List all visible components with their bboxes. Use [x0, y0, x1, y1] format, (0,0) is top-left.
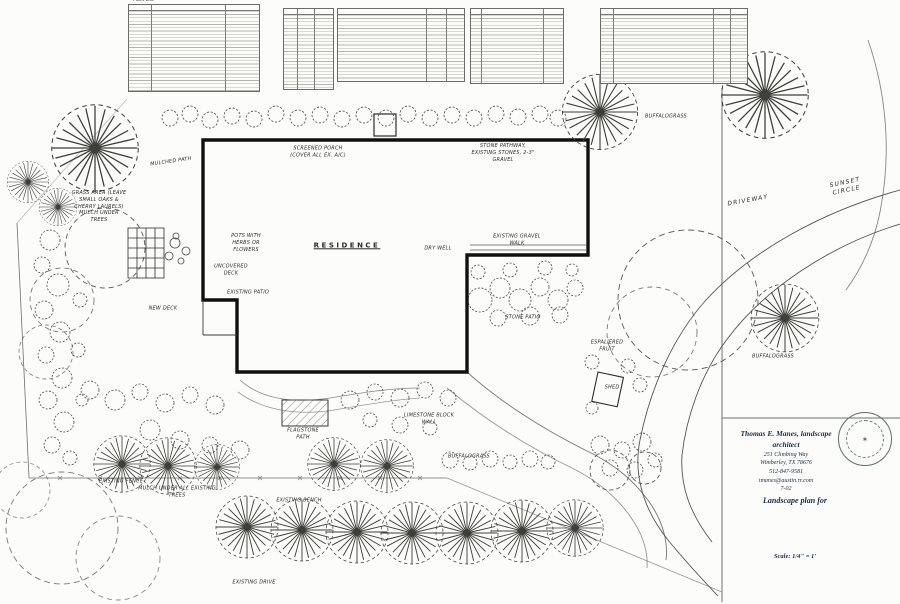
- label-stone-patio: STONE PATIO: [505, 314, 541, 321]
- architect-address-1: 251 Climbing Way: [763, 451, 809, 458]
- seal-inner-ring: ✶: [846, 420, 884, 458]
- architect-name: Thomas E. Manes, landscape architect: [740, 429, 832, 450]
- plant-schedule-table-1: [128, 4, 260, 92]
- table-column-divider: [481, 9, 482, 83]
- table-header-band: [601, 9, 747, 15]
- label-espaliered-fruit: ESPALIERED FRUIT: [590, 339, 624, 352]
- plant-schedule-table-5: [600, 8, 748, 84]
- plan-for-text: Landscape plan for: [763, 496, 827, 505]
- label-residence: RESIDENCE: [313, 241, 381, 250]
- table-column-divider: [446, 9, 447, 81]
- label-uncovered-deck: UNCOVERED DECK: [214, 263, 248, 276]
- plant-schedule-table-3: [337, 8, 465, 82]
- label-buffalograss-1: BUFFALOGRASS: [645, 113, 687, 120]
- property-boundary: [16, 88, 900, 602]
- plant-schedule-table-4: [470, 8, 564, 84]
- label-buffalograss-3: BUFFALOGRASS: [448, 453, 490, 460]
- table-header-band: [129, 5, 259, 11]
- table-column-divider: [426, 9, 427, 81]
- label-shed: SHED: [604, 384, 620, 391]
- existing-tree-canopies: [0, 207, 759, 601]
- label-flagstone-path: FLAGSTONE PATH: [287, 427, 319, 440]
- table-column-divider: [225, 5, 226, 91]
- label-gravel-walk: EXISTING GRAVEL WALK: [493, 233, 541, 246]
- label-pots-herbs: POTS WITH HERBS OR FLOWERS: [231, 232, 261, 253]
- plant-list-title: Plant List: [133, 0, 154, 3]
- plant-schedule-table-2: [283, 8, 334, 90]
- label-new-deck: NEW DECK: [148, 305, 178, 312]
- label-dry-well: DRY WELL: [424, 245, 452, 252]
- table-column-divider: [151, 5, 152, 91]
- arbor-grid: [127, 227, 165, 279]
- label-existing-fence: EXISTING FENCE: [98, 478, 144, 485]
- architect-address-2: Wimberley, TX 78676: [760, 460, 812, 467]
- table-column-divider: [713, 9, 714, 83]
- architect-email: tmanes@austin.rr.com: [758, 477, 814, 484]
- table-header-band: [471, 9, 563, 15]
- driveway-lines: [446, 39, 900, 597]
- garden-paths: [237, 379, 421, 413]
- label-existing-drive: EXISTING DRIVE: [232, 579, 276, 586]
- label-mulch-under-trees: MULCH UNDER ALL EXISTING TREES: [138, 485, 216, 498]
- landscape-architect-seal: ✶: [838, 412, 892, 466]
- starburst-trees: [7, 51, 820, 565]
- porch-box: [373, 113, 397, 137]
- table-column-divider: [543, 9, 544, 83]
- architect-phone: 512-847-9581: [769, 468, 803, 475]
- label-grass-area: GRASS AREA (LEAVE SMALL OAKS & CHERRY LA…: [71, 190, 127, 224]
- label-existing-patio: EXISTING PATIO: [226, 289, 270, 296]
- label-buffalograss-2: BUFFALOGRASS: [752, 353, 794, 360]
- table-column-divider: [297, 9, 298, 89]
- label-stone-pathway: STONE PATHWAY, EXISTING STONES, 2-3" GRA…: [471, 142, 535, 163]
- label-limestone-wall: LIMESTONE BLOCK WALL: [403, 412, 455, 425]
- shrub-masses: [33, 105, 663, 479]
- scale-text: Scale: 1/4" = 1': [773, 553, 817, 560]
- hatched-stone-feature: [281, 399, 329, 427]
- plan-date: 7-02: [780, 486, 792, 493]
- table-column-divider: [730, 9, 731, 83]
- table-column-divider: [314, 9, 315, 89]
- house-outline: [201, 113, 590, 374]
- shed-outline: [591, 371, 625, 408]
- table-column-divider: [613, 9, 614, 83]
- table-header-band: [338, 9, 464, 15]
- table-header-band: [284, 9, 333, 15]
- label-screened-porch: SCREENED PORCH (COVER ALL EX. A/C): [290, 145, 346, 158]
- label-existing-bench: EXISTING BENCH: [276, 497, 322, 504]
- title-block: Thomas E. Manes, landscape architect 251…: [727, 428, 845, 494]
